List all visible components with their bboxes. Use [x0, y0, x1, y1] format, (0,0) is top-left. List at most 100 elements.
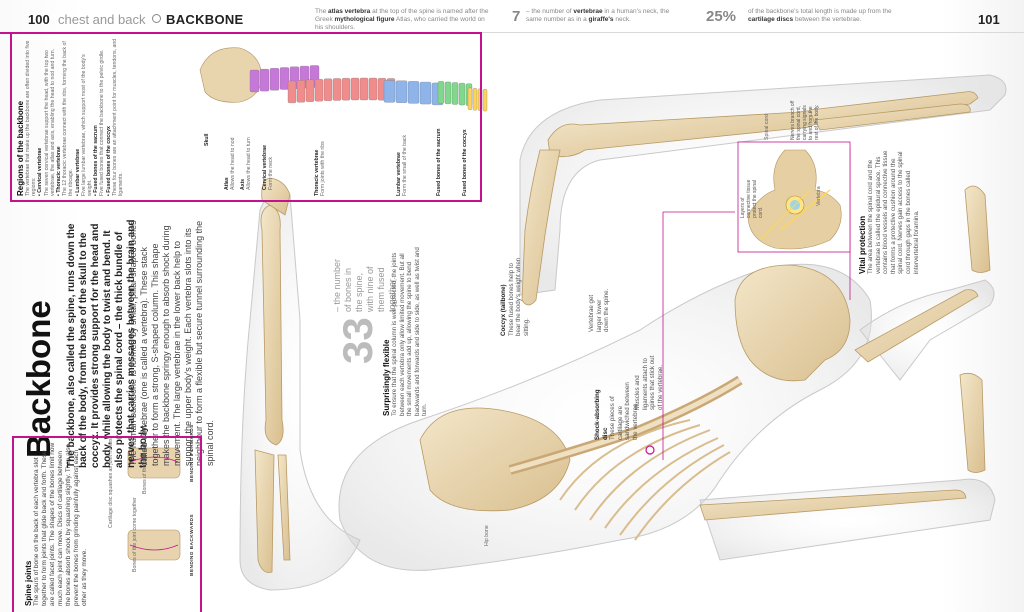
fact-discs-number: 25% [706, 8, 737, 25]
vertebra-segment [359, 77, 369, 101]
regions-intro: The vertebrae that make up the backbone … [25, 40, 38, 196]
spine-joint-drawings [127, 447, 181, 561]
section-name: BACKBONE [166, 12, 244, 27]
joints-box-top-border [12, 436, 202, 438]
vertebra-segment [287, 80, 297, 104]
vertebra-segment [341, 78, 351, 101]
region-desc: The 12 thoracic vertebrae connect with t… [62, 41, 75, 196]
annotation-vertebrae-size: Vertebrae get larger lower down the spin… [588, 288, 611, 332]
annotation-muscles: Muscles and ligaments attach to spines t… [634, 355, 664, 410]
label-skull: Skull [204, 133, 210, 146]
label-spinal-cord: Spinal cord [764, 114, 770, 140]
chapter-name: chest and back [58, 12, 146, 27]
vertebra-segment [332, 78, 342, 101]
flexible-block: Surprisingly flexible To ensure that the… [382, 244, 429, 416]
vertebra-segment [472, 88, 478, 111]
label-sacrum: Fused bones of the sacrum [436, 128, 442, 196]
vital-text: The area between the spinal cord and the… [867, 150, 920, 274]
fact-atlas: The atlas vertebra at the top of the spi… [315, 8, 489, 31]
vertebra-segment [296, 80, 306, 103]
vertebra-segment [419, 81, 432, 105]
region-desc: Five large lumbar vertebrae, which suppo… [80, 54, 94, 196]
page-number-left: 100 [28, 12, 50, 27]
vertebra-segment [350, 77, 360, 101]
disc-highlight [645, 445, 655, 455]
bones [254, 91, 991, 573]
vertebra-segment [395, 80, 408, 103]
annotation-hip: Hip bone [484, 525, 490, 546]
vital-heading: Vital protection [858, 215, 867, 274]
page-title: Backbone [20, 300, 57, 458]
accent-rule [0, 32, 482, 34]
ribcage [559, 419, 731, 541]
regions-box-left-border [10, 34, 12, 202]
region-desc: These four bones are an attachment point… [111, 38, 125, 196]
label-vertebra: Vertebra [816, 186, 822, 206]
spine-joints-heading: Spine joints [24, 560, 33, 606]
regions-heading: Regions of the backbone [16, 100, 25, 196]
fact-neck: – the number of vertebrae in a human's n… [526, 8, 670, 23]
vital-block: Vital protection The area between the sp… [858, 148, 920, 274]
fact-discs: of the backbone's total length is made u… [748, 8, 892, 23]
spine-column [508, 375, 743, 475]
vertebra-segment [383, 80, 396, 103]
vertebra-segment [444, 81, 452, 105]
fact-neck-number: 7 [512, 8, 521, 25]
joints-box-left-border [12, 436, 14, 612]
regions-text: Regions of the backbone The vertebrae th… [16, 38, 124, 196]
page-number-right: 101 [978, 12, 1000, 27]
vertebra-segment [279, 67, 290, 90]
region-desc: Five fused bones that connect the backbo… [99, 49, 106, 197]
annotation-coccyx: Coccyx (tailbone)These fused bones help … [500, 257, 530, 336]
vertebra-segment [451, 82, 459, 105]
label-connective-tissue: Layers of connective tissue protect the … [740, 179, 764, 218]
flexible-text: To ensure that the spinal column is well… [391, 247, 429, 416]
vertebra-segment [249, 69, 260, 93]
tag-bending-backwards: BENDING BACKWARDS [190, 514, 195, 576]
header-rule [0, 32, 1024, 33]
vertebra-segment [368, 77, 378, 101]
regions-diagram [199, 47, 488, 112]
vertebra-segment [467, 87, 473, 110]
stat-number: 33 [334, 317, 381, 364]
joints-box-right-border [200, 436, 202, 612]
flexible-heading: Surprisingly flexible [382, 339, 391, 416]
vertebra-segment [407, 81, 420, 104]
vertebra-segment [458, 82, 466, 106]
regions-box-bottom-border [10, 200, 482, 202]
tag-bending-forwards: BENDING FORWARDS [190, 424, 195, 482]
label-cartilage-disc: Cartilage disc squashes as joint moves [108, 438, 114, 528]
spine-joints-text: The spurs of bone on the back of each ve… [33, 442, 88, 606]
region-desc: The seven cervical vertebrae support the… [43, 48, 56, 196]
vertebra-segment [259, 68, 270, 92]
vertebra-segment [437, 81, 445, 104]
vertebra-segment [314, 79, 324, 102]
vertebra-segment [269, 68, 280, 91]
label-joint-together: Bones of the joint come together [132, 497, 138, 572]
vertebra-segment [305, 79, 315, 102]
label-coccyx: Fused bones of the coccyx [462, 129, 468, 196]
cross-section-inset [737, 141, 851, 253]
vertebra-segment [482, 88, 488, 112]
spine-joints-block: Spine joints The spurs of bone on the ba… [24, 442, 89, 606]
label-nerves: Nerves branch off the spinal cord, carry… [790, 100, 820, 140]
regions-box-right-border [480, 34, 482, 202]
page-header: 100 chest and back BACKBONE The atlas ve… [0, 0, 1024, 34]
vertebra-segment [323, 78, 333, 101]
separator-circle-icon [152, 14, 161, 23]
label-joint-push: Bones of the joint push apart [142, 427, 148, 494]
